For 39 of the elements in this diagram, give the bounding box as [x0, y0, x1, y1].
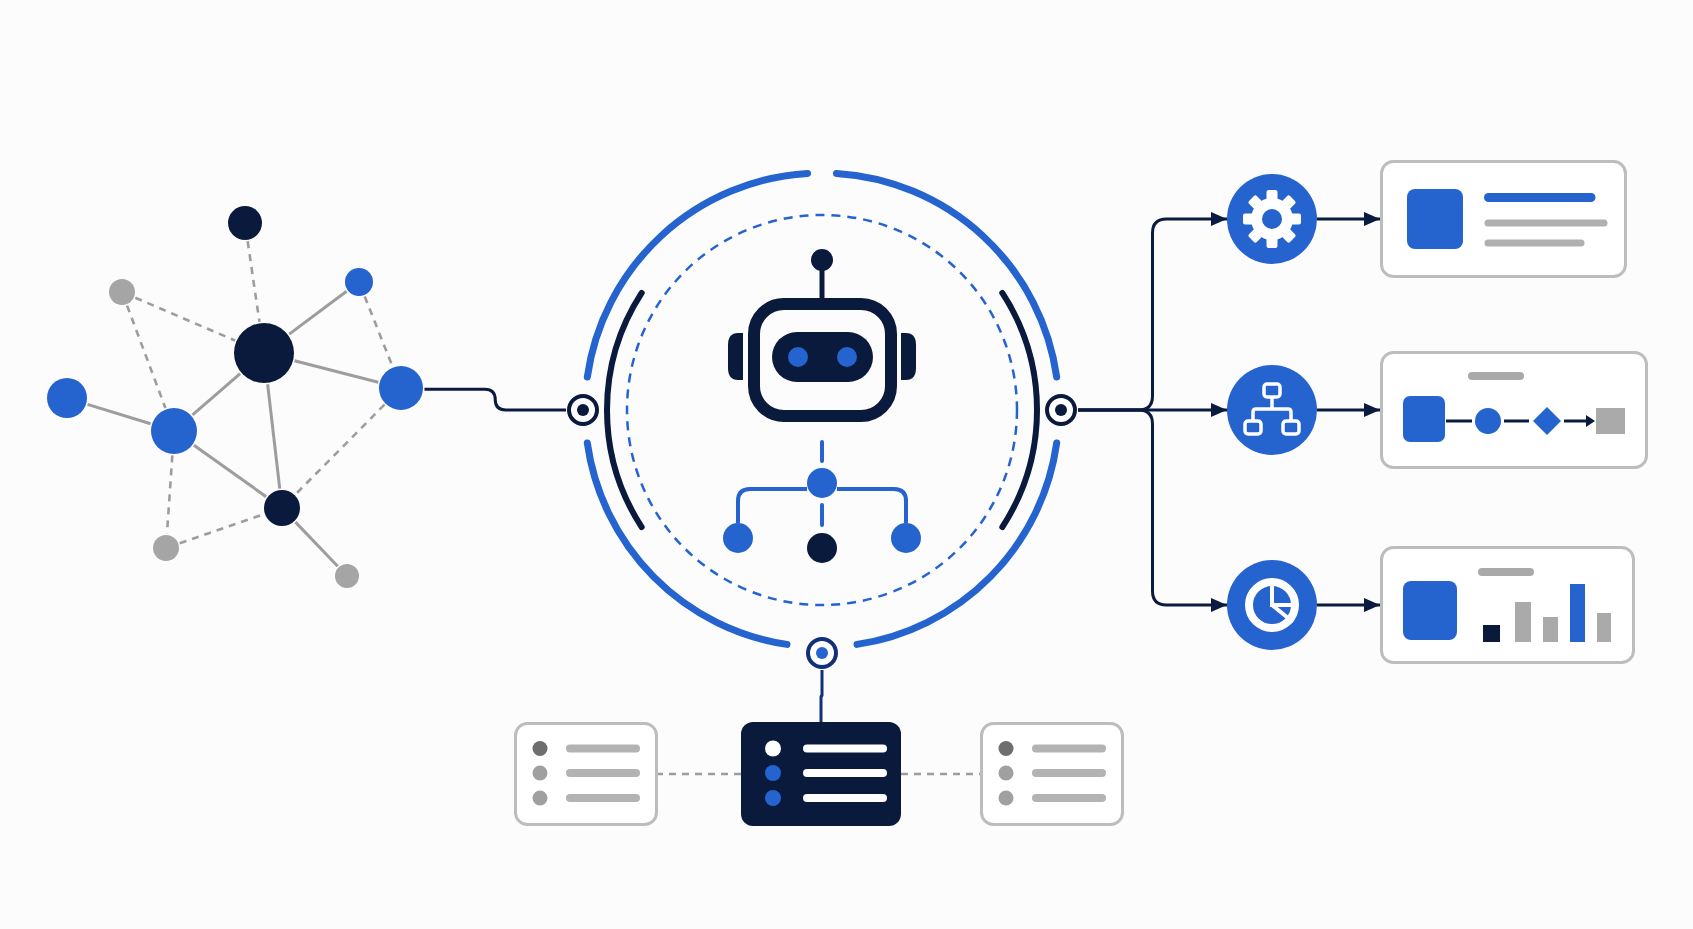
network-node: [345, 268, 373, 296]
arrow: [1317, 598, 1380, 612]
content-card: [1380, 351, 1648, 469]
dashed-line: [363, 295, 394, 367]
network-node: [228, 206, 262, 240]
content-card: [1380, 160, 1627, 278]
content-card: [1380, 546, 1635, 664]
arrow: [1317, 403, 1380, 417]
connector-line: [819, 670, 824, 722]
network-node: [151, 408, 197, 454]
network-node: [109, 279, 135, 305]
arrow: [1078, 408, 1227, 612]
connector-line: [191, 372, 242, 417]
connector-line: [266, 384, 282, 489]
network-node: [234, 323, 294, 383]
network-node: [153, 535, 179, 561]
network-node: [264, 490, 300, 526]
dashed-line: [134, 296, 236, 342]
gear-icon: [1227, 174, 1317, 264]
dashed-line: [294, 403, 386, 496]
connector-line: [87, 402, 152, 426]
network-node: [379, 366, 423, 410]
dashed-line: [658, 772, 741, 776]
arrow: [1317, 212, 1380, 226]
network-node: [47, 378, 87, 418]
network-node: [335, 564, 359, 588]
connector-line: [193, 444, 267, 498]
connector-line: [294, 359, 379, 384]
connector-line: [424, 387, 566, 412]
hierarchy-icon: [1227, 365, 1317, 455]
connector-line: [288, 290, 348, 336]
list-card: [514, 722, 658, 826]
connector-line: [294, 521, 339, 568]
dashed-line: [125, 305, 167, 409]
dashed-line: [165, 455, 174, 534]
list-panel: [741, 722, 901, 826]
dashed-line: [246, 241, 261, 322]
pie-chart-icon: [1227, 560, 1317, 650]
list-card: [980, 722, 1124, 826]
